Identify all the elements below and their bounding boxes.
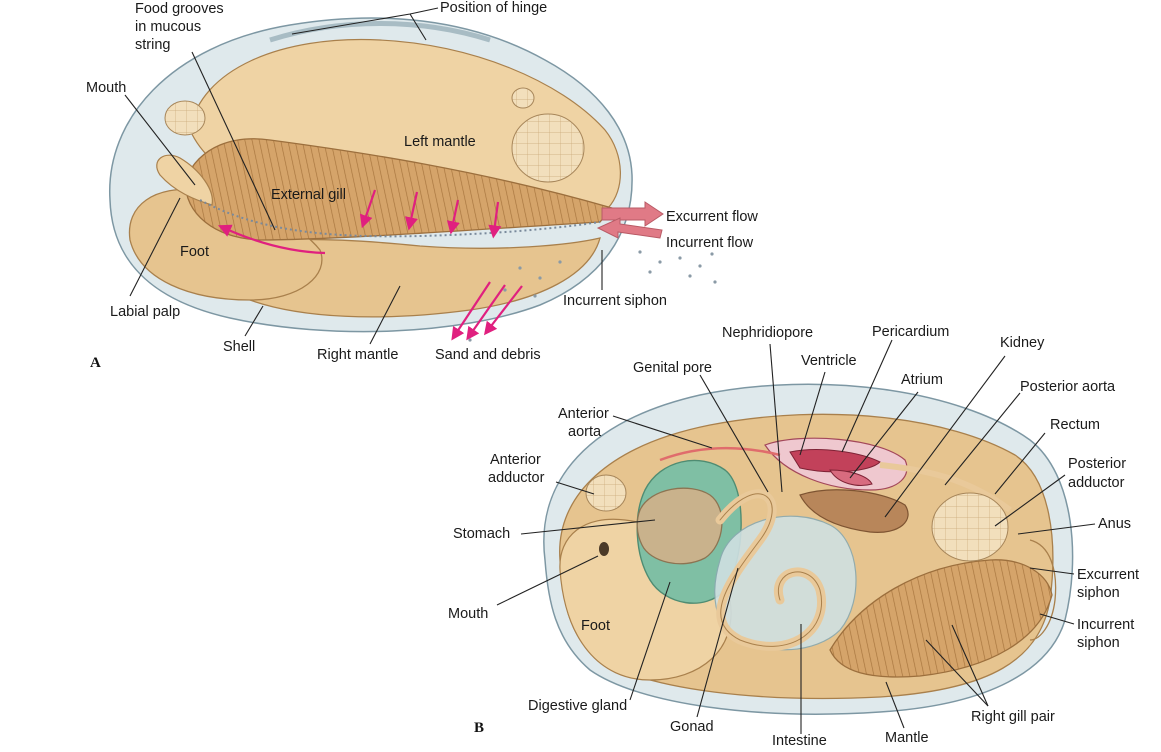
label-anus: Anus [1098,516,1131,532]
adductor-tiny-a [511,87,535,109]
label-genital-pore: Genital pore [633,360,712,376]
leader-lines-a [124,7,603,345]
label-posterior-adductor-2: adductor [1068,475,1125,491]
mouth-b-shape [599,542,609,556]
panel-b-figure: Nephridiopore Pericardium Kidney Ventric… [448,324,1143,749]
atrium-shape [829,469,873,486]
label-excurrent-flow: Excurrent flow [666,209,758,225]
svg-text:Anterior aorta: Anterior aorta [558,406,613,440]
label-foot-b: Foot [581,618,610,634]
label-incurrent-siphon-b-2: siphon [1077,635,1120,651]
label-ventricle: Ventricle [801,353,857,369]
label-intestine: Intestine [772,733,827,749]
panel-a-figure: Food grooves in mucous string Position o… [86,0,758,371]
posterior-adductor-shape [931,492,1009,562]
svg-text:Food grooves in mucous: Food grooves in mucous string [135,1,228,53]
label-mouth-a: Mouth [86,80,126,96]
label-rectum: Rectum [1050,417,1100,433]
incurrent-flow-arrow [596,217,663,239]
label-foot-a: Foot [180,244,209,260]
label-right-mantle: Right mantle [317,347,398,363]
label-shell: Shell [223,339,255,355]
label-kidney: Kidney [1000,335,1045,351]
debris-dots [468,250,717,342]
label-labial-palp: Labial palp [110,304,180,320]
label-digestive-gland: Digestive gland [528,698,627,714]
svg-text:Excurrent siphon: Excurrent siphon [1077,567,1143,601]
gonad-shape [714,515,857,651]
svg-text:Posterior adductor: Posterior adductor [1068,456,1130,491]
panel-label-a: A [90,355,101,371]
intestine-outline [719,493,822,647]
label-mantle: Mantle [885,730,929,746]
label-incurrent-siphon-b-1: Incurrent [1077,617,1134,633]
posterior-aorta-rectum-shape [879,462,1012,513]
label-food-grooves-3: string [135,37,170,53]
label-gonad: Gonad [670,719,714,735]
label-pericardium: Pericardium [872,324,949,340]
food-groove-line [199,199,601,238]
label-food-grooves-2: in mucous [135,19,201,35]
label-incurrent-siphon-a: Incurrent siphon [563,293,667,309]
siphon-end-b [1029,539,1057,641]
label-stomach: Stomach [453,526,510,542]
label-posterior-adductor-1: Posterior [1068,456,1126,472]
panel-label-b: B [474,720,484,736]
right-gill-pair-shape [829,559,1053,678]
anterior-adductor-shape [585,474,627,512]
labial-palp-shape [156,154,213,206]
svg-text:Anterior adductor: Anterior adductor [488,452,545,486]
label-left-mantle: Left mantle [404,134,476,150]
label-external-gill: External gill [271,187,346,203]
label-anterior-aorta-2: aorta [568,424,602,440]
label-incurrent-flow: Incurrent flow [666,235,754,251]
cilia-arrows [217,189,523,341]
label-sand-and-debris: Sand and debris [435,347,541,363]
label-food-grooves-1: Food grooves [135,1,224,17]
kidney-shape [799,489,909,533]
ventricle-shape [789,449,881,473]
svg-text:Incurrent siphon: Incurrent siphon [1077,617,1138,651]
label-anterior-adductor-1: Anterior [490,452,541,468]
label-excurrent-siphon-2: siphon [1077,585,1120,601]
label-excurrent-siphon-1: Excurrent [1077,567,1139,583]
label-anterior-adductor-2: adductor [488,470,545,486]
leader-lines-b [496,339,1096,734]
label-position-of-hinge: Position of hinge [440,0,547,16]
label-atrium: Atrium [901,372,943,388]
anterior-aorta-shape [659,446,781,462]
adductor-large-a [511,113,585,183]
label-anterior-aorta-1: Anterior [558,406,609,422]
adductor-small-a [164,100,206,136]
label-nephridiopore: Nephridiopore [722,325,813,341]
stomach-shape [636,487,723,565]
label-posterior-aorta: Posterior aorta [1020,379,1116,395]
label-right-gill-pair: Right gill pair [971,709,1055,725]
label-mouth-b: Mouth [448,606,488,622]
